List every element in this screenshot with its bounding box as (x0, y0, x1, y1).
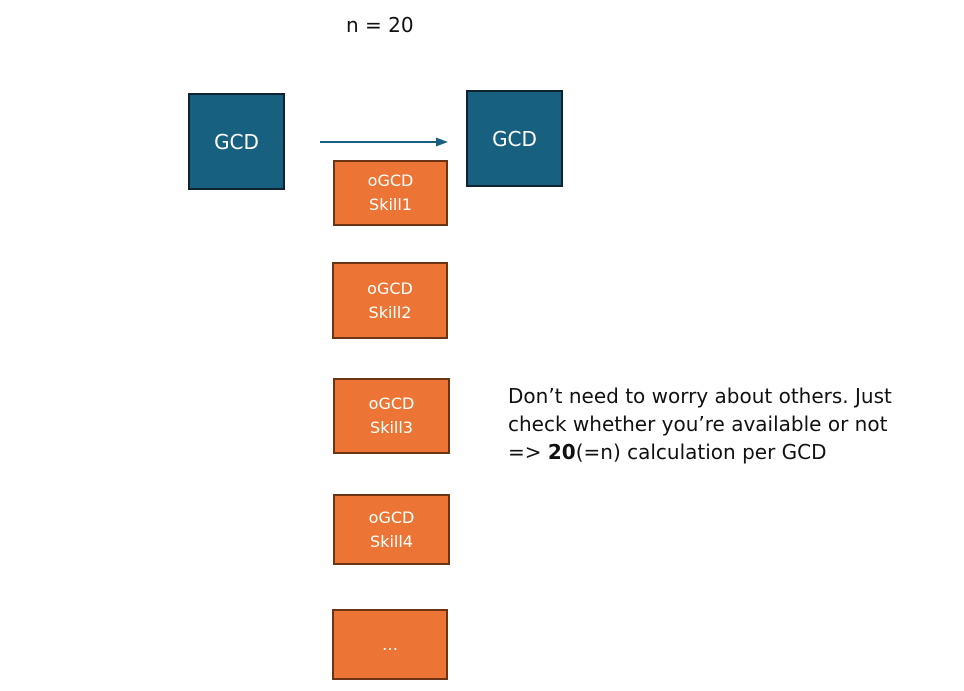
skill-label: Skill3 (370, 418, 413, 437)
n-label: n = 20 (346, 13, 414, 37)
arrow-right-icon (320, 137, 448, 147)
skill-label: Skill2 (368, 302, 412, 322)
ogcd-block-skill2: oGCD Skill2 (332, 262, 448, 339)
ogcd-block-skill4: oGCD Skill4 (333, 494, 450, 565)
ogcd-label: oGCD (367, 171, 414, 190)
ogcd-block-skill3: oGCD Skill3 (333, 378, 450, 454)
ogcd-block-more: … (332, 609, 448, 680)
note-line-1: Don’t need to worry about others. Just (508, 384, 892, 408)
note-line-3: => 20(=n) calculation per GCD (508, 438, 958, 466)
skill-label: Skill1 (369, 195, 412, 214)
note-line-3-text: (=n) calculation per GCD (575, 440, 827, 464)
gcd-block-current: GCD (188, 93, 285, 190)
gcd-block-next: GCD (466, 90, 563, 187)
ogcd-label: oGCD (367, 278, 413, 298)
ogcd-label: oGCD (368, 394, 415, 413)
ogcd-label: oGCD (368, 507, 415, 527)
explanation-note: Don’t need to worry about others. Just c… (508, 382, 958, 466)
ellipsis-label: … (382, 634, 398, 654)
ogcd-block-skill1: oGCD Skill1 (333, 160, 448, 226)
gcd-label: GCD (214, 129, 259, 154)
note-line-2: check whether you’re available or not (508, 412, 888, 436)
gcd-label: GCD (492, 126, 537, 151)
note-arrow-prefix: => (508, 440, 548, 464)
skill-label: Skill4 (370, 531, 413, 551)
note-count-value: 20 (547, 440, 576, 464)
